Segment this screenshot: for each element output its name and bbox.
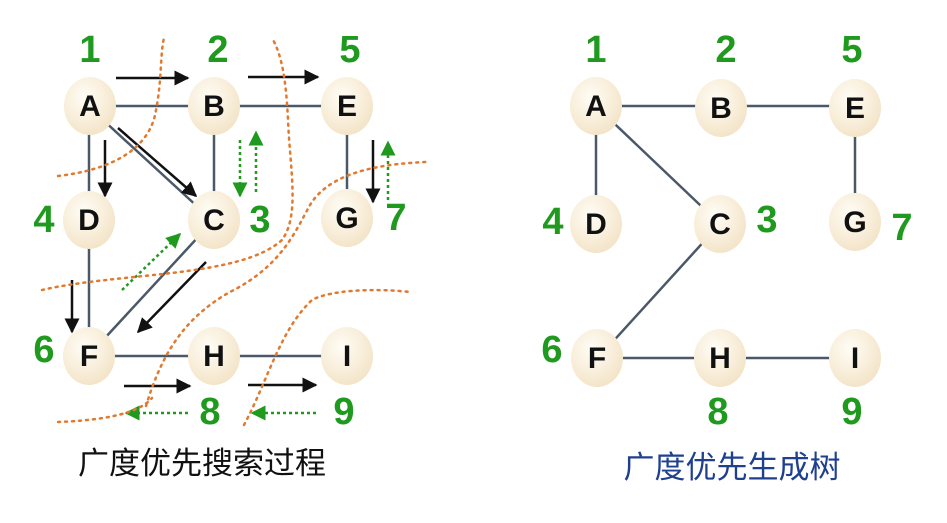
left-node-i-label: I bbox=[343, 340, 351, 373]
right-node-c-label: C bbox=[709, 208, 731, 241]
left-order-f: 6 bbox=[33, 329, 54, 371]
left-node-h-label: H bbox=[203, 340, 225, 373]
right-order-e: 5 bbox=[841, 29, 862, 71]
left-nodes: A B C D E F G bbox=[63, 77, 373, 385]
edge-a-c bbox=[89, 107, 213, 221]
left-caption: 广度优先搜索过程 bbox=[78, 446, 326, 482]
right-node-i-label: I bbox=[851, 342, 859, 375]
right-node-e: E bbox=[829, 79, 881, 137]
arrow-a-to-c bbox=[117, 127, 198, 197]
left-order-d: 4 bbox=[33, 199, 54, 241]
right-node-h: H bbox=[694, 329, 746, 387]
left-order-g: 7 bbox=[385, 197, 406, 239]
left-node-g-label: G bbox=[335, 202, 358, 235]
left-order-i: 9 bbox=[333, 391, 354, 433]
left-node-e-label: E bbox=[337, 90, 357, 123]
right-node-b-label: B bbox=[710, 92, 732, 125]
left-node-a: A bbox=[64, 77, 116, 135]
boundary-level-2 bbox=[40, 36, 294, 292]
left-order-numbers: 1 2 5 4 3 7 6 8 9 bbox=[33, 29, 406, 433]
right-node-c: C bbox=[694, 195, 746, 253]
right-node-f-label: F bbox=[588, 342, 606, 375]
right-node-d: D bbox=[570, 195, 622, 253]
left-node-f: F bbox=[63, 327, 115, 385]
backtrack-arrows bbox=[121, 130, 396, 421]
right-node-i: I bbox=[829, 329, 881, 387]
left-node-h: H bbox=[188, 327, 240, 385]
left-node-b-label: B bbox=[203, 90, 225, 123]
right-node-e-label: E bbox=[845, 92, 865, 125]
left-node-c: C bbox=[188, 191, 240, 249]
right-order-c: 3 bbox=[756, 199, 777, 241]
right-order-i: 9 bbox=[841, 391, 862, 433]
left-node-a-label: A bbox=[79, 90, 101, 123]
right-node-f: F bbox=[571, 329, 623, 387]
right-order-b: 2 bbox=[715, 29, 736, 71]
right-order-numbers: 1 2 5 4 3 7 6 8 9 bbox=[541, 29, 912, 433]
right-order-f: 6 bbox=[541, 329, 562, 371]
left-node-d-label: D bbox=[78, 204, 100, 237]
right-node-h-label: H bbox=[709, 342, 731, 375]
left-order-c: 3 bbox=[249, 199, 270, 241]
right-order-h: 8 bbox=[707, 391, 728, 433]
left-node-f-label: F bbox=[80, 340, 98, 373]
level-boundaries bbox=[40, 36, 428, 427]
tree-edge-a-c bbox=[597, 107, 721, 225]
right-node-g-label: G bbox=[843, 206, 866, 239]
left-node-i: I bbox=[321, 327, 373, 385]
left-order-h: 8 bbox=[199, 391, 220, 433]
left-node-d: D bbox=[63, 191, 115, 249]
right-node-b: B bbox=[695, 79, 747, 137]
left-node-e: E bbox=[321, 77, 373, 135]
right-node-a: A bbox=[570, 77, 622, 135]
right-order-d: 4 bbox=[542, 201, 563, 243]
edge-c-f bbox=[91, 221, 213, 353]
boundary-level-3 bbox=[144, 160, 428, 408]
left-order-e: 5 bbox=[339, 29, 360, 71]
tree-edge-c-f bbox=[597, 225, 719, 359]
right-order-a: 1 bbox=[585, 29, 606, 71]
boundary-level-5 bbox=[242, 288, 412, 427]
boundary-level-4 bbox=[56, 396, 154, 424]
traversal-arrows bbox=[64, 69, 381, 394]
right-caption: 广度优先生成树 bbox=[624, 450, 841, 486]
backtrack-f-to-c bbox=[121, 232, 182, 291]
right-nodes: A B C D E F G bbox=[570, 77, 881, 387]
right-node-a-label: A bbox=[585, 90, 607, 123]
bfs-process-diagram: A B C D E F G bbox=[33, 29, 428, 482]
left-node-b: B bbox=[188, 77, 240, 135]
bfs-spanning-tree-diagram: A B C D E F G bbox=[541, 29, 912, 486]
right-order-g: 7 bbox=[891, 207, 912, 249]
arrow-c-to-f bbox=[136, 261, 207, 334]
left-node-c-label: C bbox=[203, 204, 225, 237]
left-node-g: G bbox=[321, 189, 373, 247]
right-node-g: G bbox=[829, 193, 881, 251]
left-order-a: 1 bbox=[79, 29, 100, 71]
right-node-d-label: D bbox=[585, 208, 607, 241]
left-order-b: 2 bbox=[207, 29, 228, 71]
